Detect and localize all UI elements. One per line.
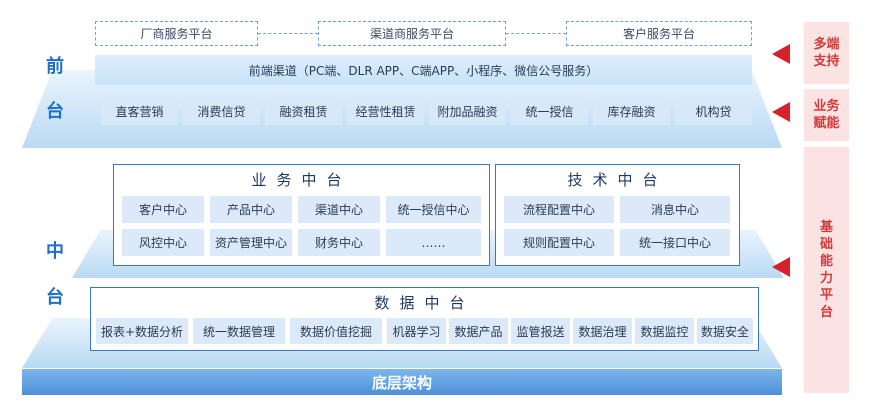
data-center-chip-7[interactable]: 数据治理 [573, 318, 632, 344]
biz-center-chip-8[interactable]: …… [386, 229, 481, 256]
middle-label-1: 中 [46, 241, 64, 262]
data-center-chip-9[interactable]: 数据安全 [697, 318, 753, 344]
front-biz-chip-7[interactable]: 库存融资 [593, 98, 670, 125]
biz-center-chip-5[interactable]: 风控中心 [122, 229, 204, 256]
data-center-chip-3[interactable]: 数据价值挖掘 [290, 318, 382, 344]
front-label-1: 前 [46, 56, 64, 77]
portal-vendor[interactable]: 厂商服务平台 [95, 21, 258, 46]
middle-label-2: 台 [46, 287, 64, 308]
arrow-left-icon [772, 102, 790, 122]
biz-center-chip-2[interactable]: 产品中心 [210, 196, 292, 223]
tech-center-chip-1[interactable]: 流程配置中心 [504, 196, 614, 223]
portal-customer[interactable]: 客户服务平台 [566, 21, 752, 46]
portal-connector-2 [506, 33, 566, 34]
biz-center-chip-7[interactable]: 财务中心 [298, 229, 380, 256]
biz-center-chip-1[interactable]: 客户中心 [122, 196, 204, 223]
data-center-title: 数据中台 [374, 293, 475, 312]
data-center-chip-5[interactable]: 数据产品 [449, 318, 508, 344]
front-biz-chip-8[interactable]: 机构贷 [675, 98, 752, 125]
data-center-chip-8[interactable]: 数据监控 [635, 318, 694, 344]
portal-connector-1 [258, 33, 318, 34]
data-center-chip-1[interactable]: 报表+数据分析 [96, 318, 188, 344]
data-center-chip-4[interactable]: 机器学习 [387, 318, 446, 344]
front-biz-chip-3[interactable]: 融资租赁 [265, 98, 342, 125]
tech-center-title: 技术中台 [567, 170, 668, 189]
business-center-title: 业务中台 [251, 170, 352, 189]
front-biz-chip-4[interactable]: 经营性租赁 [347, 98, 424, 125]
front-channels-band: 前端渠道（PC端、DLR APP、C端APP、小程序、微信公号服务） [95, 55, 752, 85]
front-biz-chip-1[interactable]: 直客营销 [101, 98, 178, 125]
front-biz-chip-6[interactable]: 统一授信 [511, 98, 588, 125]
biz-center-chip-4[interactable]: 统一授信中心 [386, 196, 481, 223]
side-base-platform: 基 础 能 力 平 台 [804, 147, 849, 393]
data-center-chip-2[interactable]: 统一数据管理 [193, 318, 285, 344]
tech-center-chip-3[interactable]: 规则配置中心 [504, 229, 614, 256]
base-architecture-bar: 底层架构 [22, 369, 782, 395]
tech-center-chip-4[interactable]: 统一接口中心 [620, 229, 730, 256]
arrow-left-icon [772, 257, 790, 277]
side-multi-end: 多端 支持 [804, 22, 849, 84]
front-label-2: 台 [46, 101, 64, 122]
data-center-chip-6[interactable]: 监管报送 [511, 318, 570, 344]
side-biz-enable: 业务 赋能 [804, 89, 849, 141]
portal-channel[interactable]: 渠道商服务平台 [318, 21, 506, 46]
arrow-left-icon [772, 44, 790, 64]
biz-center-chip-6[interactable]: 资产管理中心 [210, 229, 292, 256]
front-biz-chip-5[interactable]: 附加品融资 [429, 98, 506, 125]
biz-center-chip-3[interactable]: 渠道中心 [298, 196, 380, 223]
front-biz-chip-2[interactable]: 消费信贷 [183, 98, 260, 125]
tech-center-chip-2[interactable]: 消息中心 [620, 196, 730, 223]
